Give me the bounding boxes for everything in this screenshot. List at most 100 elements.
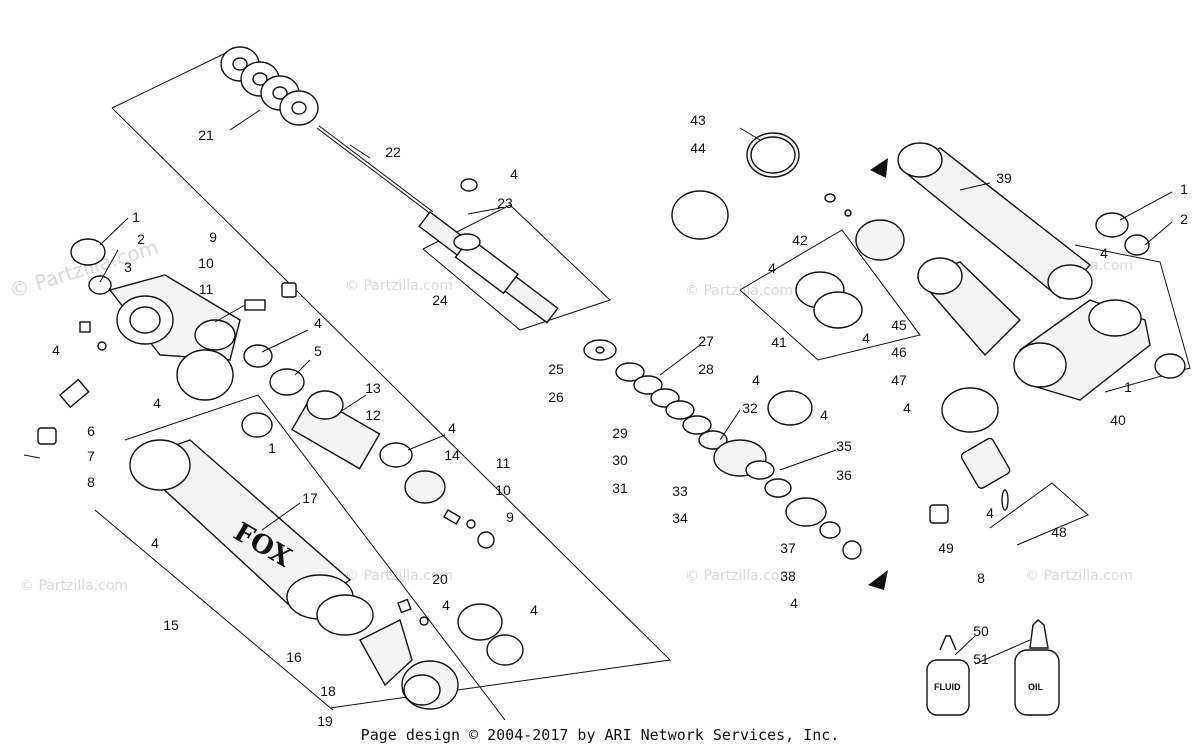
body-tube-39: [897, 142, 1093, 300]
part-number-label: 15: [163, 617, 179, 633]
watermark: © Partzilla.com: [345, 278, 453, 294]
part-number-label: 9: [506, 509, 514, 525]
part-number-label: 29: [612, 425, 628, 441]
ring-4: [486, 634, 524, 666]
part-number-label: 1: [268, 440, 276, 456]
part-number-label: 4: [153, 395, 161, 411]
part-number-label: 12: [365, 407, 381, 423]
ring-4: [767, 390, 813, 426]
reservoir-13: [291, 390, 381, 470]
bump-stop-18: [359, 619, 413, 687]
bushing-2: [1124, 234, 1150, 256]
watermark: © Partzilla.com: [345, 568, 453, 584]
part-number-label: 43: [690, 112, 706, 128]
part-number-label: 45: [891, 317, 907, 333]
ring-5: [269, 368, 305, 396]
part-number-label: 4: [510, 166, 518, 182]
shim-stack-25-38: [583, 339, 862, 560]
part-number-label: 21: [198, 127, 214, 143]
part-number-label: 49: [938, 540, 954, 556]
part-number-label: 41: [771, 334, 787, 350]
valve-parts-9-11-lower: [443, 509, 495, 549]
oil-bottle-51: OIL: [1014, 619, 1060, 716]
ring-44: [671, 190, 729, 240]
part-number-label: 35: [836, 438, 852, 454]
fluid-bottle-50: FLUID: [926, 635, 970, 716]
valve-parts-9-11: [214, 282, 297, 323]
part-number-label: 4: [314, 315, 322, 331]
part-number-label: 33: [672, 483, 688, 499]
ring-4: [243, 344, 273, 368]
part-number-label: 4: [903, 400, 911, 416]
body-40: [1013, 299, 1151, 401]
o-ring: [460, 178, 478, 192]
part-number-label: 4: [530, 602, 538, 618]
bushing-2: [88, 275, 112, 295]
part-number-label: 47: [891, 372, 907, 388]
part-number-label: 46: [891, 344, 907, 360]
part-number-label: 2: [137, 231, 145, 247]
part-number-label: 10: [495, 482, 511, 498]
part-number-label: 10: [198, 255, 214, 271]
part-number-label: 26: [548, 389, 564, 405]
piston-14: [404, 470, 446, 504]
part-number-label: 44: [690, 140, 706, 156]
part-number-label: 32: [742, 400, 758, 416]
part-number-label: 9: [209, 229, 217, 245]
ring-1: [1095, 212, 1129, 238]
part-number-label: 8: [87, 474, 95, 490]
part-number-label: 13: [365, 380, 381, 396]
part-number-label: 4: [986, 505, 994, 521]
part-number-label: 25: [548, 361, 564, 377]
part-number-label: 50: [973, 623, 989, 639]
body-3: [108, 274, 241, 361]
part-number-label: 19: [317, 713, 333, 729]
part-number-label: 22: [385, 144, 401, 160]
copyright-footer: Page design © 2004-2017 by ARI Network S…: [361, 726, 840, 744]
part-number-label: 3: [124, 259, 132, 275]
arrow-marker: [870, 158, 888, 178]
cap-19: [401, 660, 459, 710]
fluid-bottle-label: FLUID: [934, 682, 961, 692]
shock-body-15: FOX: [129, 439, 354, 620]
watermark: © Partzilla.com: [1025, 568, 1133, 584]
part-number-label: 23: [497, 195, 513, 211]
part-number-label: 8: [977, 570, 985, 586]
part-number-label: 4: [862, 330, 870, 346]
part-number-label: 4: [790, 595, 798, 611]
watermark: © Partzilla.com: [685, 568, 793, 584]
part-number-label: 28: [698, 361, 714, 377]
part-number-label: 4: [448, 420, 456, 436]
ring-1: [241, 412, 273, 438]
reservoir-45-47: [916, 257, 1021, 357]
ring-1: [1154, 353, 1186, 379]
part-number-label: 27: [698, 333, 714, 349]
part-number-label: 4: [151, 535, 159, 551]
part-number-label: 20: [432, 571, 448, 587]
part-number-label: 31: [612, 480, 628, 496]
part-number-label: 42: [792, 232, 808, 248]
part-number-label: 4: [820, 407, 828, 423]
part-number-label: 4: [768, 260, 776, 276]
part-number-label: 34: [672, 510, 688, 526]
part-number-label: 38: [780, 568, 796, 584]
oil-bottle-label: OIL: [1028, 682, 1044, 692]
part-number-label: 30: [612, 452, 628, 468]
part-number-label: 6: [87, 423, 95, 439]
part-number-label: 5: [314, 343, 322, 359]
part-number-label: 2: [1180, 211, 1188, 227]
ring-1: [70, 238, 106, 266]
part-number-label: 16: [286, 649, 302, 665]
part-number-label: 7: [87, 448, 95, 464]
watermark: © Partzilla.com: [20, 578, 128, 594]
part-number-label: 4: [752, 372, 760, 388]
part-number-label: 11: [496, 455, 511, 471]
part-number-label: 36: [836, 467, 852, 483]
part-number-label: 1: [132, 209, 140, 225]
ring-4: [379, 442, 413, 468]
part-number-label: 4: [1100, 245, 1108, 261]
part-number-label: 1: [1180, 181, 1188, 197]
part-number-label: 39: [996, 170, 1012, 186]
assembly-41: [795, 193, 905, 329]
